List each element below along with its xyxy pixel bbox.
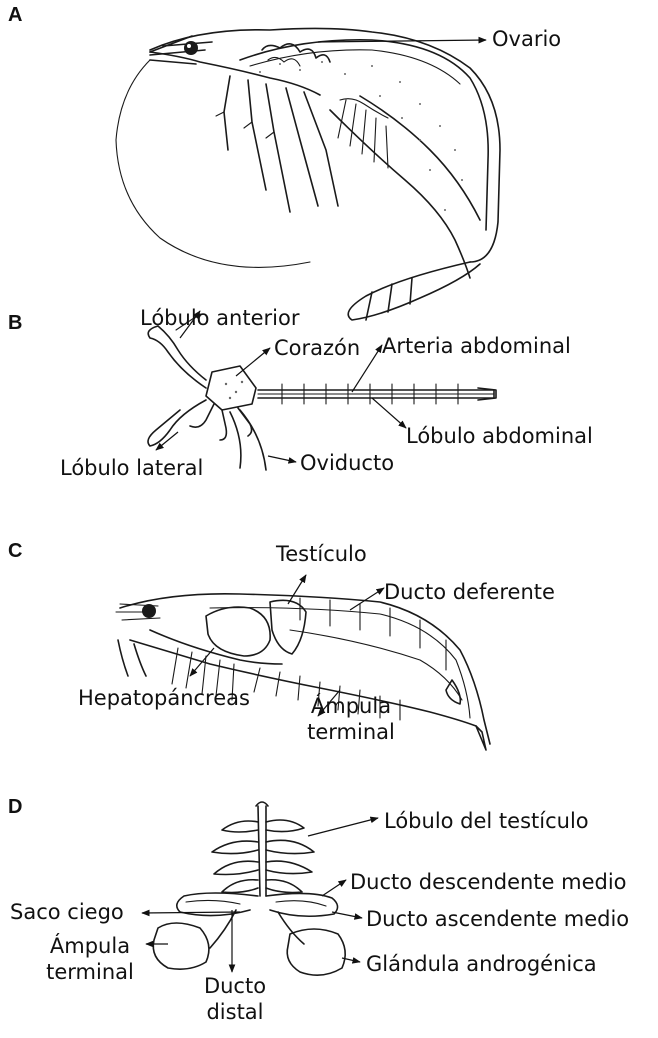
label-ducto-deferente: Ducto deferente [384,580,555,604]
label-arteria-abdominal: Arteria abdominal [382,334,571,358]
panel-letter-b: B [8,312,22,335]
label-oviducto: Oviducto [300,451,394,475]
panel-letter-d: D [8,796,22,819]
label-ovario: Ovario [492,27,561,51]
panel-letter-c: C [8,540,22,563]
label-lobulo-lateral: Lóbulo lateral [60,456,203,480]
label-ampula-terminal-d-line2: terminal [34,960,146,984]
label-saco-ciego: Saco ciego [10,900,124,924]
label-lobulo-testiculo: Lóbulo del testículo [384,809,589,833]
label-glandula-androgenica: Glándula androgénica [366,952,597,976]
label-ampula-terminal-d-line1: Ámpula [34,934,146,958]
label-corazon: Corazón [274,336,360,360]
male-reproductive-system-drawing [142,802,378,975]
label-ampula-terminal-c-line1: Ámpula [296,694,406,718]
shrimp-female-drawing [116,28,500,320]
label-lobulo-anterior: Lóbulo anterior [140,306,299,330]
label-testiculo: Testículo [276,542,367,566]
panel-letter-a: A [8,4,22,27]
label-ducto-ascendente: Ducto ascendente medio [366,907,629,931]
label-ducto-distal-line2: distal [190,1000,280,1024]
label-ampula-terminal-c-line2: terminal [296,720,406,744]
label-hepatopancreas: Hepatopáncreas [78,686,250,710]
label-ducto-descendente: Ducto descendente medio [350,870,627,894]
label-lobulo-abdominal: Lóbulo abdominal [406,424,593,448]
label-ducto-distal-line1: Ducto [190,974,280,998]
